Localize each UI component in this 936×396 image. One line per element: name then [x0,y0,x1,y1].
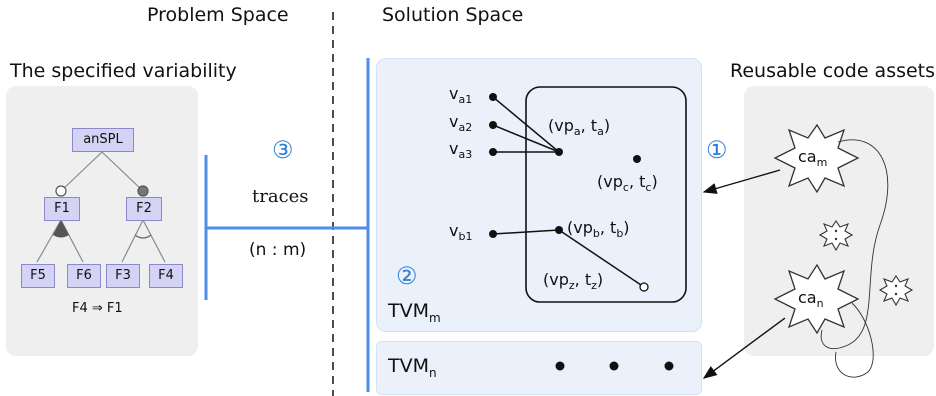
asset-m-arrow [702,169,781,194]
variant-links [492,96,645,288]
feature-f4: F4 [149,264,183,288]
feature-root: anSPL [72,128,134,152]
variant-dots [489,93,497,238]
small-asset-star-1 [818,220,854,252]
tvm-n-label: TVMn [388,355,437,380]
variant-a1: va1 [449,84,473,107]
feature-f2: F2 [126,197,162,221]
code-assets-title: Reusable code assets [730,60,936,82]
tvm-m-label: TVMm [388,300,441,325]
vp-b-label: (vpb, tb) [567,218,630,241]
variant-a2: va2 [449,112,473,135]
traces-label: traces [252,186,309,207]
or-group-marker [53,220,69,238]
solution-space-header: Solution Space [382,4,524,26]
mandatory-marker [137,185,149,197]
asset-m-star [773,123,860,194]
badge-2: ② [396,262,418,290]
variability-title: The specified variability [10,60,237,82]
asset-dependency-curve-1 [820,139,889,350]
feature-f6: F6 [67,264,101,288]
vp-c-label: (vpc, tc) [597,172,658,195]
variant-b1: vb1 [449,221,473,244]
variant-a3: va3 [449,139,473,162]
asset-n-star [773,263,860,335]
asset-m-label: cam [798,147,828,170]
tvm-n-dots [555,361,674,371]
asset-dependency-curve-2 [835,302,874,378]
feature-f3: F3 [106,264,140,288]
vp-z-label: (vpz, tz) [543,270,604,293]
badge-3: ③ [272,136,294,164]
tvm-n-panel [376,341,702,395]
feature-f1: F1 [44,197,80,221]
variation-point-dots [555,148,641,234]
alternative-group-marker [134,234,152,239]
feature-f5: F5 [21,264,55,288]
unmapped-point [639,282,649,292]
asset-n-label: can [798,288,824,311]
optional-marker [55,185,67,197]
asset-n-arrow [702,317,786,379]
feature-constraint: F4 ⇒ F1 [72,301,123,316]
multiplicity-label: (n : m) [249,240,307,260]
badge-1: ① [706,136,728,164]
variation-point-box [525,86,687,303]
vp-a-label: (vpa, ta) [548,116,611,139]
problem-space-header: Problem Space [147,4,289,26]
small-asset-star-2 [878,275,914,307]
